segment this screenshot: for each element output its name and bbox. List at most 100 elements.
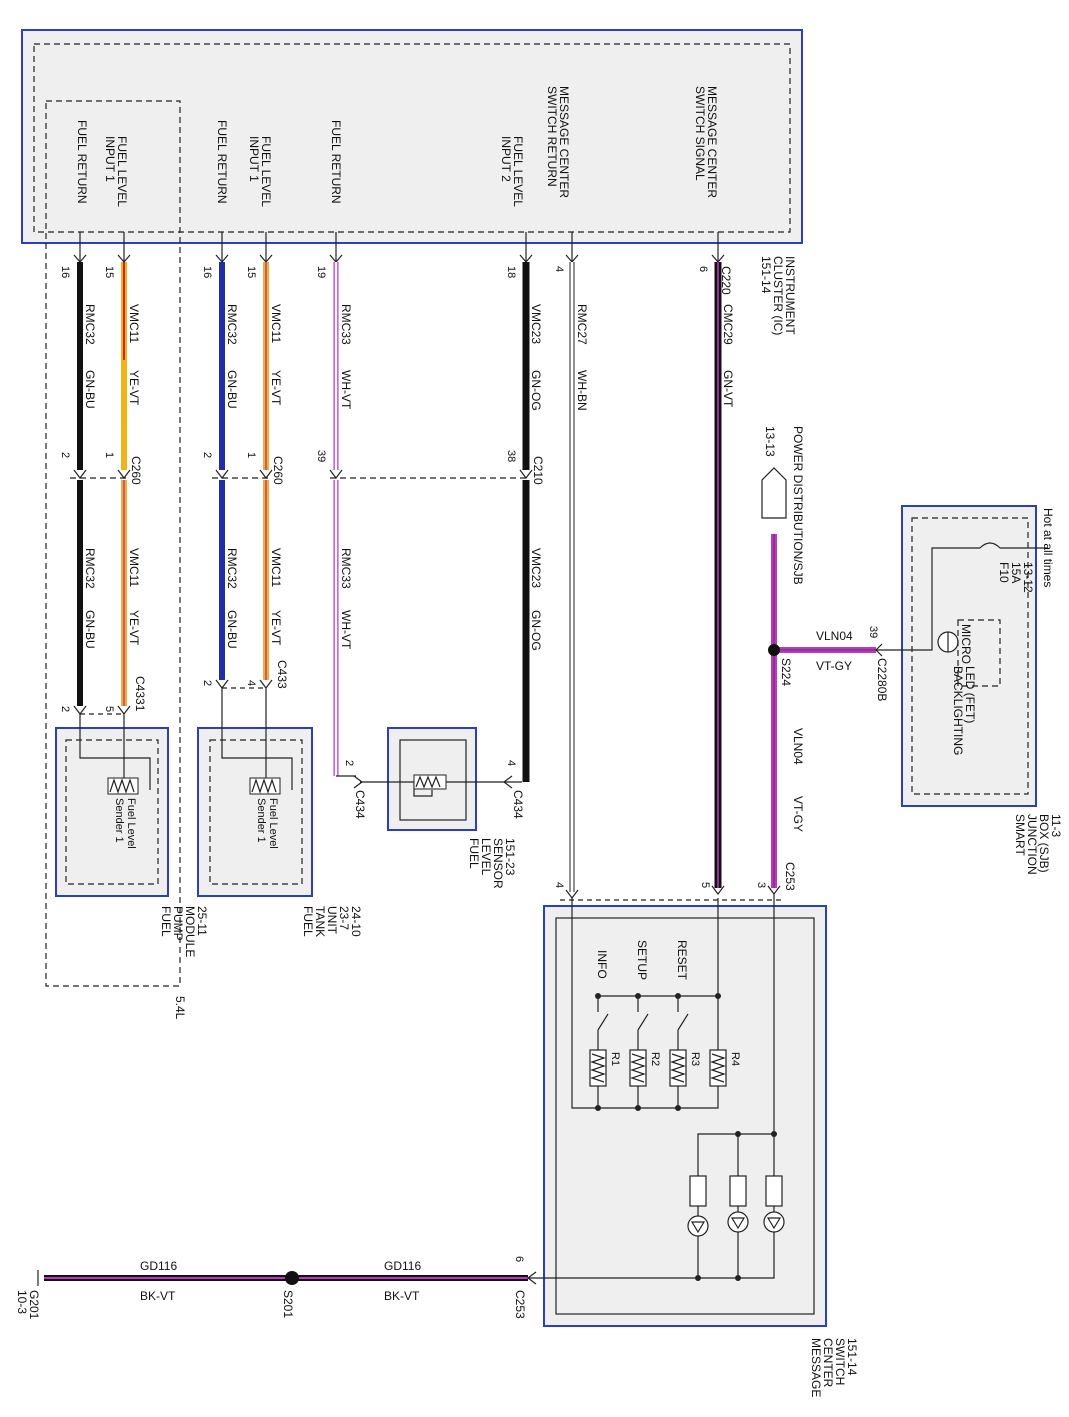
w2b-color: YE-VT — [127, 610, 141, 646]
signal-fuel-level-input1-b-l1: FUEL LEVEL — [259, 136, 273, 207]
w6-circuit: VMC23 — [529, 304, 543, 344]
smart-junction-box: MICRO BACKLIGHTING LED (FET) F10 15A 13-… — [876, 505, 1063, 875]
connector-c434a: C434 — [353, 790, 367, 819]
gd-a-circuit: GD116 — [140, 1259, 177, 1273]
mcs-l3: SWITCH — [833, 1338, 847, 1385]
ground-wire: GD116 BK-VT GD116 BK-VT S201 G201 10-3 C… — [15, 1256, 698, 1320]
pin-2b: 2 — [201, 452, 213, 458]
splice-s201: S201 — [281, 1290, 295, 1318]
backlighting-l1: BACKLIGHTING — [951, 666, 965, 755]
sjb-l2: JUNCTION — [1025, 814, 1039, 875]
fuel-level-sensor: C434 C434 2 4 FUEL LEVEL SENSOR 151-23 — [343, 727, 525, 889]
w8-circuit: CMC29 — [721, 304, 735, 345]
pin-2a: 2 — [59, 452, 71, 458]
wire-labels-lower: RMC32 GN-BU VMC11 YE-VT RMC32 GN-BU VMC1… — [83, 548, 543, 651]
splice-s224: S224 — [779, 658, 793, 686]
w4b-circuit: VMC11 — [269, 548, 283, 587]
mcs-l4: 151-14 — [845, 1338, 859, 1376]
w1b-color: GN-BU — [83, 610, 97, 649]
wires-lower — [77, 480, 530, 783]
w7-color: WH-BN — [575, 370, 589, 411]
w4b-color: YE-VT — [269, 610, 283, 646]
fuel-tank-unit: Fuel Level Sender 1 FUEL TANK UNIT 23-7 … — [197, 688, 363, 937]
wire-labels-upper: RMC32 GN-BU VMC11 YE-VT RMC32 GN-BU VMC1… — [83, 304, 735, 411]
signal-fuel-level-input1-b-l2: INPUT 1 — [247, 136, 261, 182]
signal-msg-switch-signal-l2: SWITCH SIGNAL — [693, 86, 707, 181]
w4-color: YE-VT — [269, 370, 283, 406]
gd-a-color: BK-VT — [140, 1289, 176, 1303]
w4-circuit: VMC11 — [269, 304, 283, 343]
signal-fuel-level-input1-a-l1: FUEL LEVEL — [115, 136, 129, 207]
signal-fuel-return-a: FUEL RETURN — [75, 120, 89, 204]
ftu-l3: UNIT — [325, 906, 339, 935]
ftu-l1: FUEL — [301, 906, 315, 937]
sender1-a-l2: Sender 1 — [113, 798, 125, 843]
fls-l2: LEVEL — [479, 838, 493, 876]
pin-5: 5 — [103, 706, 115, 712]
sjb-l3: BOX (SJB) — [1037, 814, 1051, 873]
pin-4d: 4 — [553, 882, 565, 888]
connector-c433: C433 — [275, 660, 289, 689]
signal-fuel-level-input2-l2: INPUT 2 — [499, 136, 513, 182]
pin-6: 6 — [697, 266, 709, 272]
ftu-l4: 23-7 — [337, 906, 351, 930]
pin-19: 19 — [315, 266, 327, 278]
pin-1a: 1 — [103, 452, 115, 458]
switch-setup: SETUP — [635, 940, 649, 980]
pin-2e: 2 — [343, 760, 355, 766]
pin-6b: 6 — [513, 1256, 525, 1262]
ic-name-l2: CLUSTER (IC) — [771, 256, 785, 335]
w2-circuit: VMC11 — [127, 304, 141, 343]
pin-numbers-upper: 16 15 16 15 19 18 4 6 C220 — [59, 266, 733, 295]
connector-c253b: C253 — [513, 1290, 527, 1319]
w8-color: GN-VT — [721, 370, 735, 408]
gd-b-circuit: GD116 — [384, 1259, 421, 1273]
pin-16a: 16 — [59, 266, 71, 278]
backlighting-l2: LED (FET) — [963, 666, 977, 723]
connector-c260a: C260 — [129, 456, 143, 485]
mcs-l1: MESSAGE — [809, 1338, 823, 1397]
mid-connectors: 2 1 C260 2 1 C260 39 38 C210 — [59, 450, 545, 485]
switch-reset: RESET — [675, 940, 689, 981]
power-distribution: POWER DISTRIBUTION/SJB 13-13 S224 VLN04 … — [761, 426, 889, 888]
signal-msg-switch-return-l1: MESSAGE CENTER — [557, 86, 571, 198]
vln-side-color: VT-GY — [791, 796, 805, 832]
sender1-b-l2: Sender 1 — [255, 798, 267, 843]
pin-39: 39 — [315, 450, 327, 462]
switch-info: INFO — [595, 950, 609, 979]
pin-4b: 4 — [245, 680, 257, 686]
fpm-l4: 25-11 — [195, 906, 209, 936]
connector-c434b: C434 — [511, 790, 525, 819]
fuse-l2: 15A — [1009, 562, 1023, 583]
w1-color: GN-BU — [83, 370, 97, 409]
w1-circuit: RMC32 — [83, 304, 97, 345]
mcs-l2: CENTER — [821, 1338, 835, 1388]
w5-circuit: RMC33 — [339, 304, 353, 345]
pin-1b: 1 — [245, 452, 257, 458]
pin-5b: 5 — [699, 882, 711, 888]
fpm-l2: PUMP — [171, 906, 185, 941]
gd-b-color: BK-VT — [384, 1289, 420, 1303]
hot-at-all-times: Hot at all times — [1041, 508, 1055, 587]
connector-c210: C210 — [531, 456, 545, 485]
fpm-l1: FUEL — [159, 906, 173, 937]
vln-top-color: VT-GY — [816, 659, 852, 673]
pin-2d: 2 — [201, 680, 213, 686]
w6b-circuit: VMC23 — [529, 548, 543, 588]
signal-fuel-level-input2-l1: FUEL LEVEL — [511, 136, 525, 207]
ic-name-l3: 151-14 — [759, 256, 773, 294]
sjb-l1: SMART — [1013, 814, 1027, 856]
pin-18: 18 — [505, 266, 517, 278]
wires-upper — [77, 262, 722, 892]
signal-fuel-return-c: FUEL RETURN — [329, 120, 343, 204]
fuse-l3: 13-12 — [1021, 562, 1035, 593]
fuel-pump-module: Fuel Level Sender 1 FUEL PUMP MODULE 25-… — [55, 714, 209, 1020]
fls-l3: SENSOR — [491, 838, 505, 889]
signal-fuel-return-b: FUEL RETURN — [215, 120, 229, 204]
connector-c2280b: C2280B — [875, 658, 889, 701]
w1b-circuit: RMC32 — [83, 548, 97, 589]
w3b-color: GN-BU — [225, 610, 239, 649]
vln-top-circuit: VLN04 — [816, 629, 853, 643]
w2b-circuit: VMC11 — [127, 548, 141, 587]
connector-c260b: C260 — [271, 456, 285, 485]
